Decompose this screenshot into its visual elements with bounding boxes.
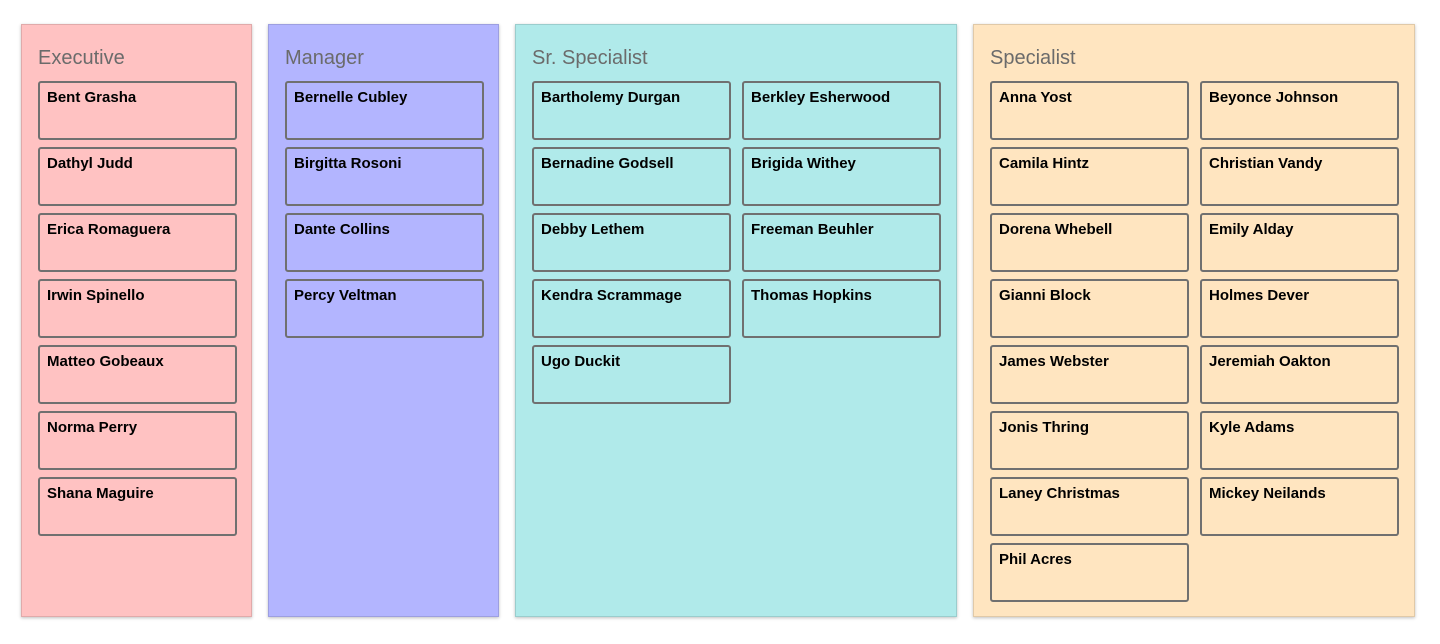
person-card[interactable]: Phil Acres (990, 543, 1189, 602)
person-card[interactable]: Jonis Thring (990, 411, 1189, 470)
person-card[interactable]: Dante Collins (285, 213, 484, 272)
person-card[interactable]: Ugo Duckit (532, 345, 731, 404)
person-card[interactable]: Berkley Esherwood (742, 81, 941, 140)
person-card[interactable]: Mickey Neilands (1200, 477, 1399, 536)
person-card[interactable]: Emily Alday (1200, 213, 1399, 272)
person-card[interactable]: Birgitta Rosoni (285, 147, 484, 206)
person-card[interactable]: Norma Perry (38, 411, 237, 470)
person-card[interactable]: Shana Maguire (38, 477, 237, 536)
person-card[interactable]: Anna Yost (990, 81, 1189, 140)
person-card[interactable]: Thomas Hopkins (742, 279, 941, 338)
person-card[interactable]: Christian Vandy (1200, 147, 1399, 206)
person-card[interactable]: Laney Christmas (990, 477, 1189, 536)
person-card[interactable]: Jeremiah Oakton (1200, 345, 1399, 404)
person-card[interactable]: Brigida Withey (742, 147, 941, 206)
person-card[interactable]: Irwin Spinello (38, 279, 237, 338)
person-card[interactable]: Beyonce Johnson (1200, 81, 1399, 140)
column-title: Executive (38, 47, 125, 69)
column-title: Manager (285, 47, 364, 69)
person-card[interactable]: Percy Veltman (285, 279, 484, 338)
person-card[interactable]: Matteo Gobeaux (38, 345, 237, 404)
column-title: Sr. Specialist (532, 47, 648, 69)
person-card[interactable]: Bernadine Godsell (532, 147, 731, 206)
person-card[interactable]: Dathyl Judd (38, 147, 237, 206)
person-card[interactable]: Bernelle Cubley (285, 81, 484, 140)
person-card[interactable]: Bent Grasha (38, 81, 237, 140)
person-card[interactable]: Freeman Beuhler (742, 213, 941, 272)
person-card[interactable]: Camila Hintz (990, 147, 1189, 206)
person-card[interactable]: Kyle Adams (1200, 411, 1399, 470)
person-card[interactable]: Debby Lethem (532, 213, 731, 272)
person-card[interactable]: Erica Romaguera (38, 213, 237, 272)
column-title: Specialist (990, 47, 1076, 69)
person-card[interactable]: Kendra Scrammage (532, 279, 731, 338)
person-card[interactable]: Bartholemy Durgan (532, 81, 731, 140)
person-card[interactable]: Dorena Whebell (990, 213, 1189, 272)
person-card[interactable]: James Webster (990, 345, 1189, 404)
person-card[interactable]: Gianni Block (990, 279, 1189, 338)
person-card[interactable]: Holmes Dever (1200, 279, 1399, 338)
